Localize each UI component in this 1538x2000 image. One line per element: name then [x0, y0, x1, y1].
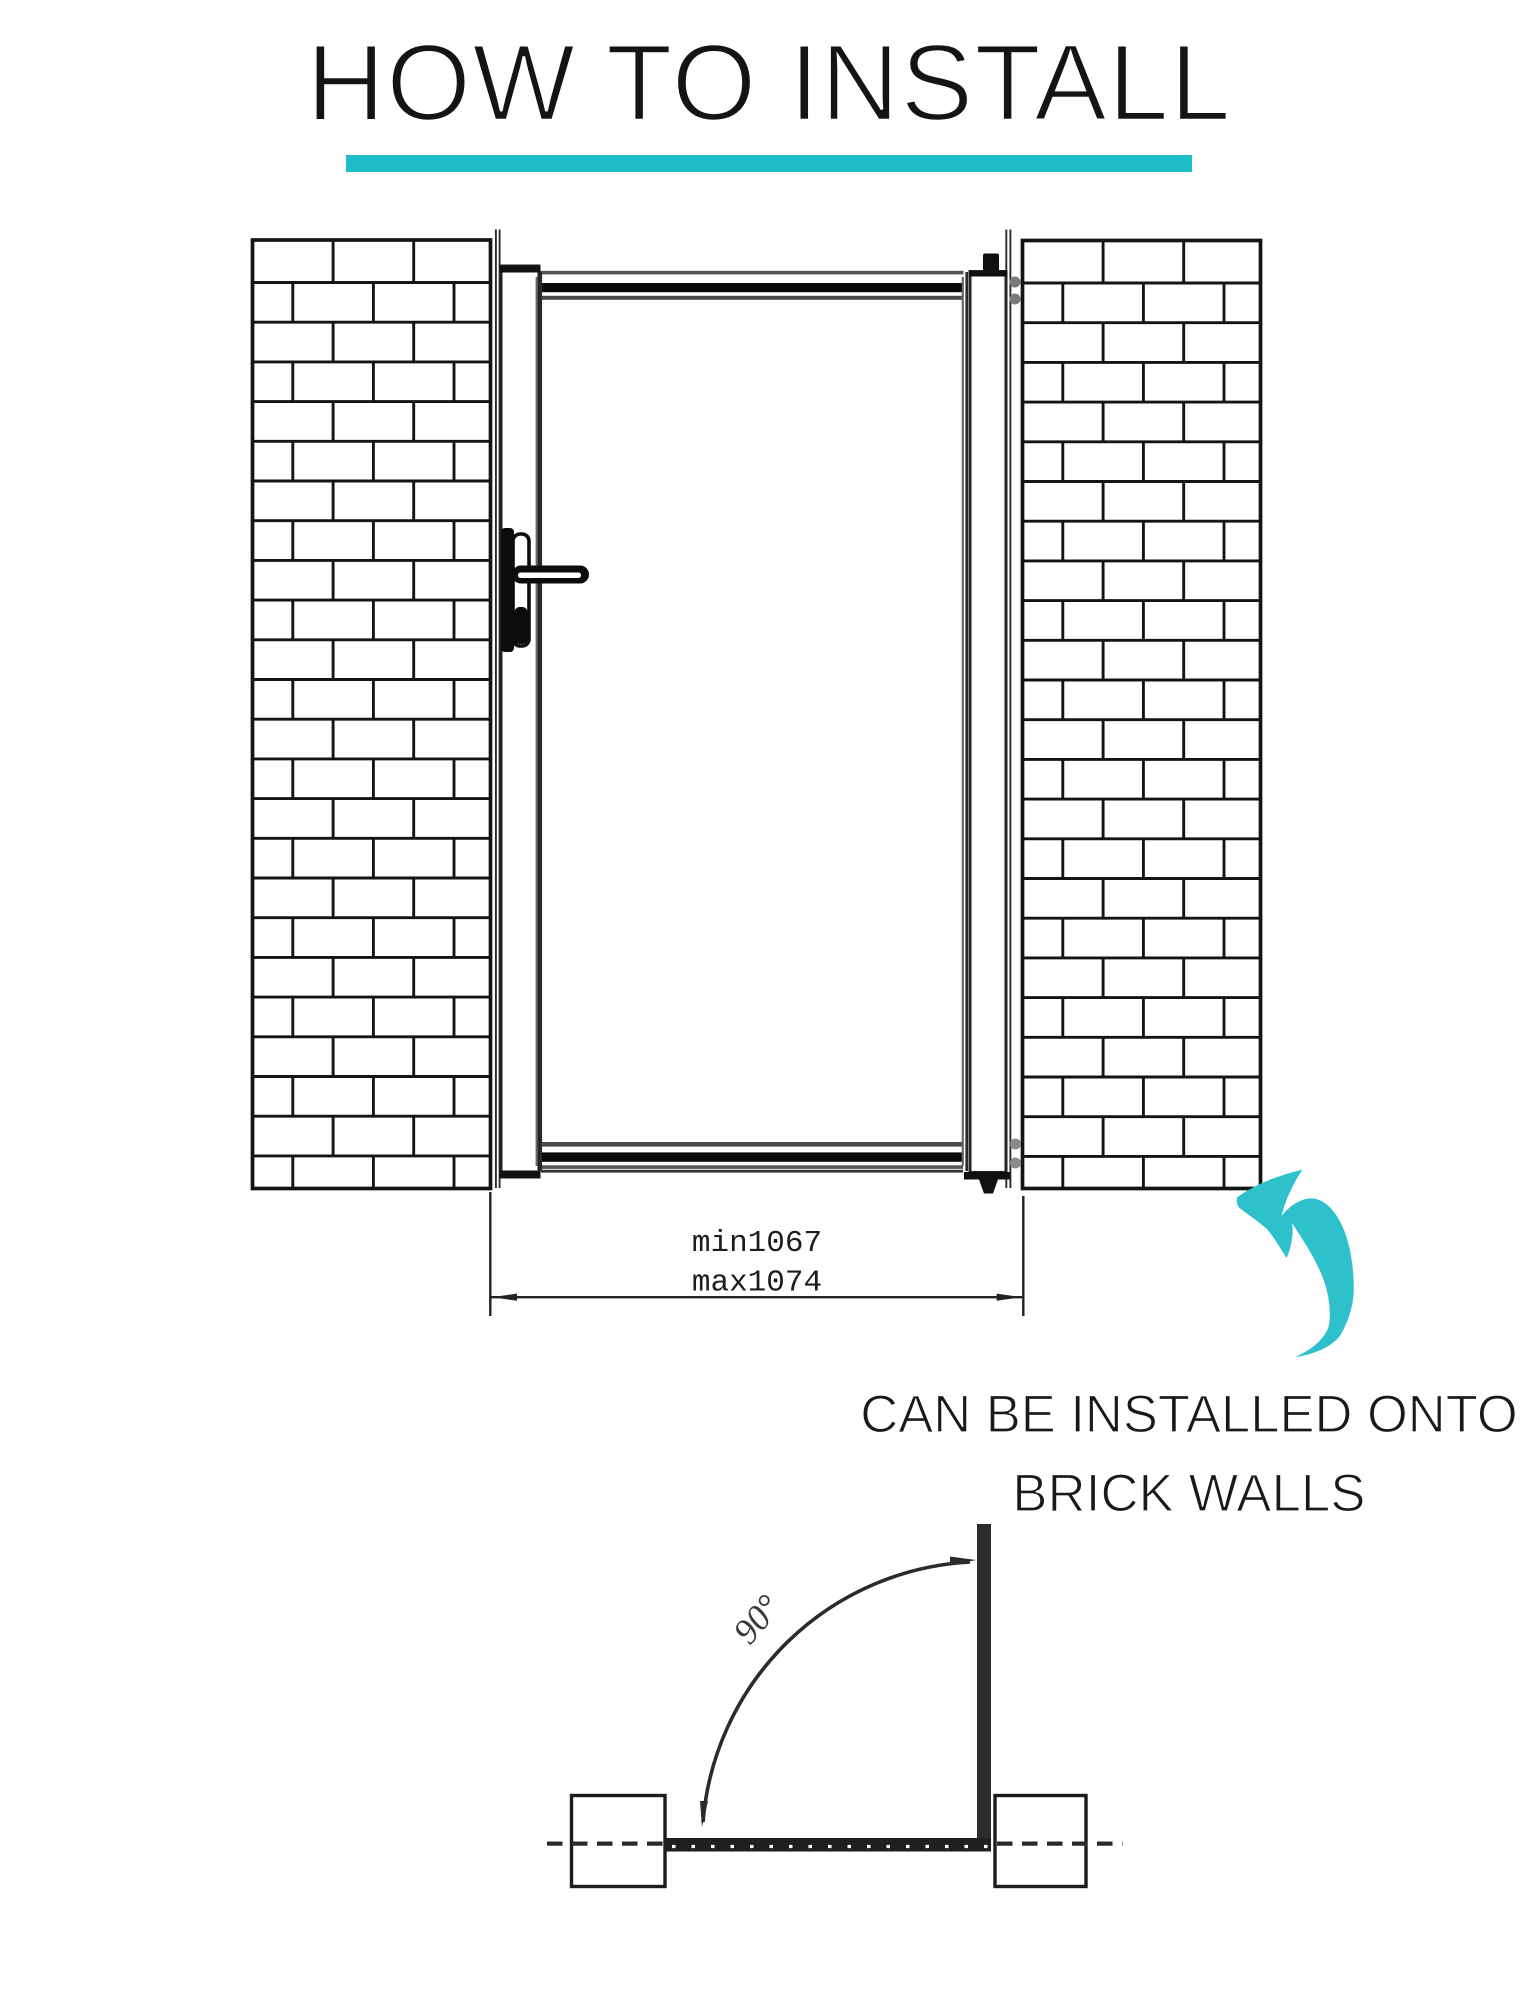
svg-text:max1074: max1074: [692, 1266, 822, 1301]
svg-text:90°: 90°: [725, 1587, 788, 1651]
svg-text:min1067: min1067: [692, 1226, 822, 1261]
